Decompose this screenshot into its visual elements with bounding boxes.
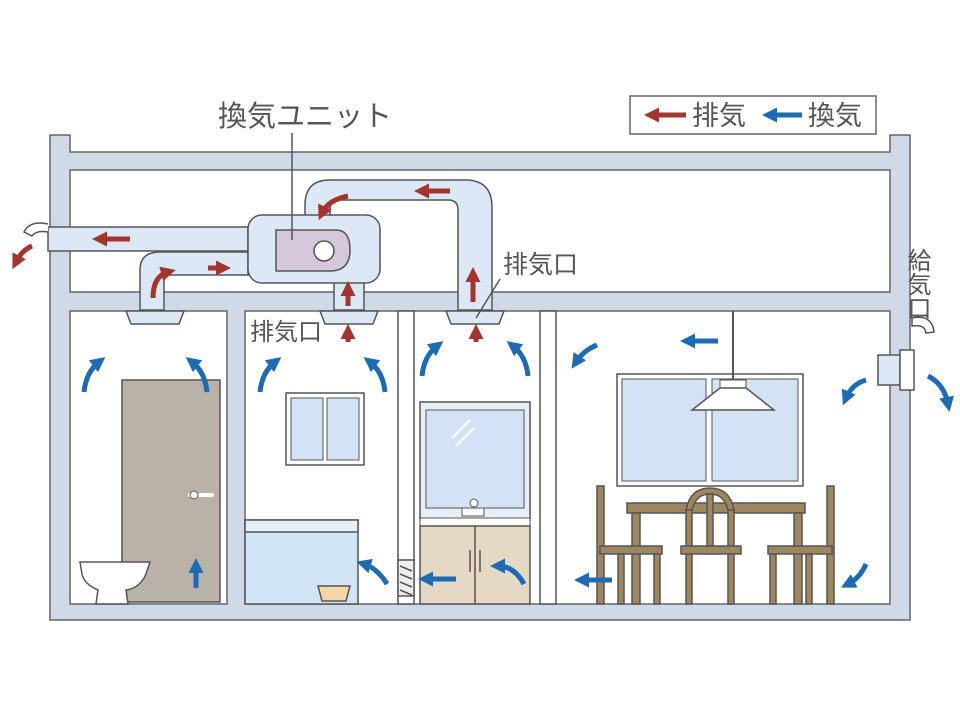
outlet-duct: [47, 226, 249, 252]
legend-exhaust-label: 排気: [692, 101, 746, 132]
exhaust-grille-bath: [318, 310, 380, 325]
label-exhaust-port-right-text: 排気口: [503, 250, 578, 279]
vanity: [419, 401, 531, 605]
wash-basin: [317, 585, 351, 602]
door-knob: [189, 490, 199, 500]
ventilation-arrow: [506, 341, 531, 377]
label-exhaust-port-right: 排気口: [475, 250, 578, 319]
ventilation-arrow: [571, 342, 598, 369]
pendant-lamp: [689, 311, 777, 411]
partition-pipes: [397, 310, 557, 605]
ventilation-unit-fan: [275, 229, 351, 272]
dining-room-contents: [596, 311, 835, 605]
ventilation-arrow: [257, 357, 282, 393]
ventilation-arrows: [81, 333, 954, 588]
exhaust-arrow: [12, 243, 34, 270]
label-supply-port: 給気口: [903, 248, 931, 320]
ventilation-arrow: [841, 377, 867, 406]
exhaust-grille-washroom: [444, 310, 506, 325]
dining-window: [616, 373, 804, 487]
bath-window: [285, 392, 365, 466]
ventilation-arrow: [356, 558, 390, 586]
dining-table: [626, 502, 806, 605]
ventilation-arrow: [81, 357, 106, 393]
ventilation-arrow: [490, 558, 527, 586]
label-exhaust-port-left: 排気口: [250, 318, 322, 346]
exhaust-arrow: [318, 193, 349, 221]
bath-room-contents: [244, 392, 365, 605]
leader-line: [475, 278, 501, 319]
ventilation-arrow: [419, 341, 444, 377]
exhaust-grille-toilet: [124, 310, 186, 325]
supply-port: [877, 316, 935, 391]
exhaust-grilles: [124, 310, 506, 325]
ventilation-arrow: [185, 357, 210, 393]
toilet-room-contents: [79, 379, 221, 605]
legend-ventilation-label: 換気: [808, 101, 862, 132]
ventilation-arrow: [926, 373, 954, 412]
exhaust-arrow: [150, 266, 176, 299]
legend: 排気 換気: [629, 95, 877, 135]
label-unit-text: 換気ユニット: [218, 99, 392, 133]
label-unit: 換気ユニット: [218, 99, 392, 240]
ventilation-arrow: [363, 357, 388, 393]
dining-chairs: [596, 485, 835, 605]
ventilation-arrow: [840, 562, 869, 588]
toilet: [79, 561, 152, 605]
exhaust-arrows: [12, 183, 484, 342]
exhaust-hood: [22, 222, 49, 237]
